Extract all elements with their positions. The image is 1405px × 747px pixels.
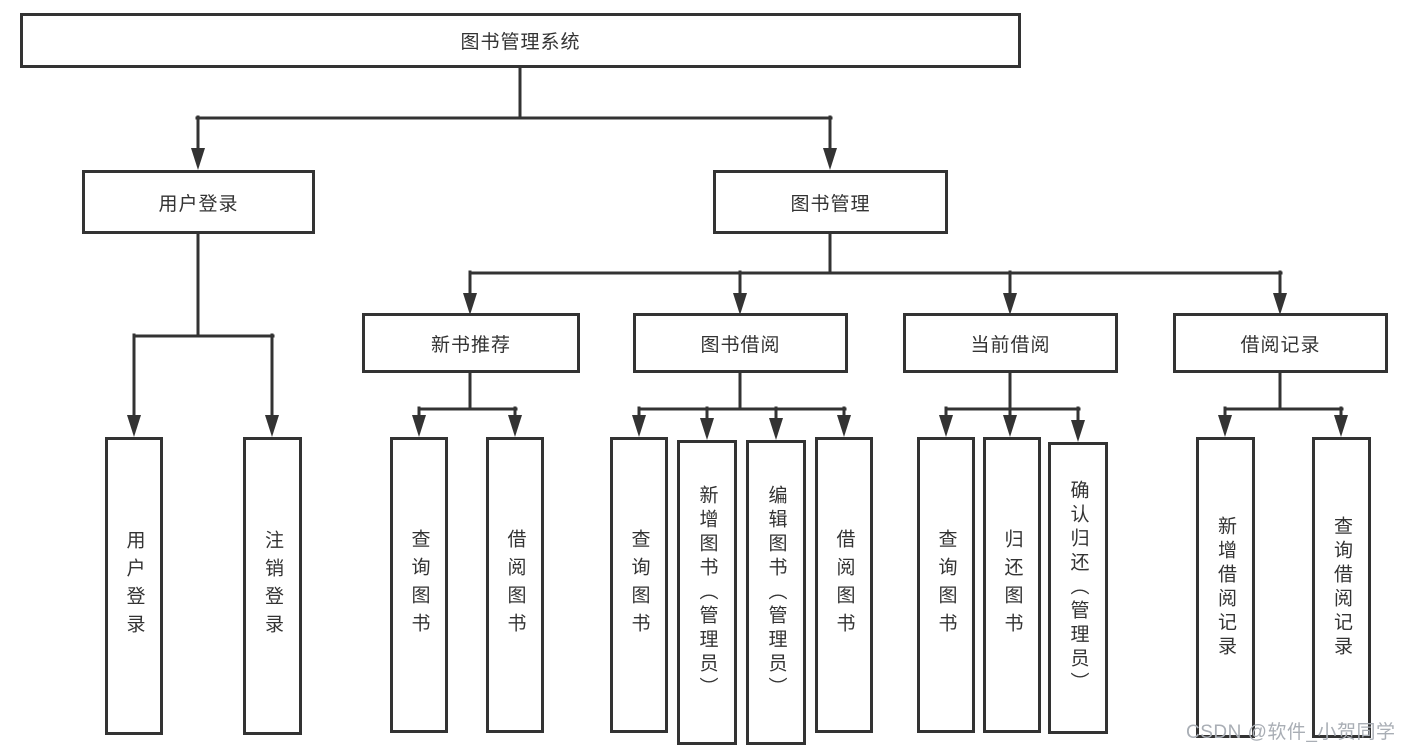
node-user-login-label: 用户登录 — [158, 193, 239, 215]
node-borrow-records-label: 借阅记录 — [1240, 334, 1321, 356]
leaf-query-borrow-record: 查询借阅记录 — [1312, 437, 1371, 738]
leaf-user-login: 用户登录 — [105, 437, 163, 735]
leaf-borrowing-query-books-label: 查询图书 — [628, 529, 650, 641]
leaf-edit-books-admin-label: 编辑图书（管理员） — [765, 484, 787, 701]
leaf-add-books-admin: 新增图书（管理员） — [677, 440, 737, 745]
connector-book-management-branch — [463, 232, 1287, 315]
leaf-current-query-books-label: 查询图书 — [935, 529, 957, 641]
leaf-return-books-label: 归还图书 — [1001, 529, 1023, 641]
leaf-borrowing-query-books: 查询图书 — [610, 437, 668, 733]
leaf-edit-books-admin: 编辑图书（管理员） — [746, 440, 806, 745]
node-new-book-recommend-label: 新书推荐 — [430, 334, 511, 356]
csdn-watermark: CSDN @软件_小贺同学 — [1186, 722, 1396, 743]
connector-root-to-level2 — [191, 66, 837, 170]
node-root-label: 图书管理系统 — [460, 32, 581, 53]
leaf-current-query-books: 查询图书 — [917, 437, 975, 733]
leaf-newbook-borrow-books: 借阅图书 — [486, 437, 544, 733]
node-new-book-recommend: 新书推荐 — [362, 313, 580, 373]
connector-current-borrowing-branch — [939, 371, 1085, 442]
leaf-user-login-label: 用户登录 — [123, 530, 145, 642]
node-user-login: 用户登录 — [82, 170, 315, 234]
connector-new-book-branch — [412, 371, 522, 437]
node-book-borrowing-label: 图书借阅 — [700, 334, 781, 356]
connector-user-login-branch — [127, 232, 279, 437]
leaf-add-borrow-record: 新增借阅记录 — [1196, 437, 1255, 738]
connector-book-borrowing-branch — [632, 371, 851, 440]
leaf-newbook-query-books: 查询图书 — [390, 437, 448, 733]
connector-borrow-records-branch — [1218, 371, 1348, 437]
node-book-borrowing: 图书借阅 — [633, 313, 848, 373]
leaf-confirm-return-admin-label: 确认归还（管理员） — [1067, 480, 1089, 696]
node-book-management: 图书管理 — [713, 170, 948, 234]
leaf-add-borrow-record-label: 新增借阅记录 — [1215, 515, 1236, 660]
leaf-return-books: 归还图书 — [983, 437, 1041, 733]
leaf-query-borrow-record-label: 查询借阅记录 — [1331, 515, 1352, 660]
leaf-logout: 注销登录 — [243, 437, 302, 735]
leaf-borrowing-borrow-books-label: 借阅图书 — [833, 529, 855, 641]
leaf-borrowing-borrow-books: 借阅图书 — [815, 437, 873, 733]
leaf-confirm-return-admin: 确认归还（管理员） — [1048, 442, 1108, 734]
leaf-newbook-query-books-label: 查询图书 — [408, 529, 430, 641]
leaf-add-books-admin-label: 新增图书（管理员） — [696, 484, 718, 701]
node-root: 图书管理系统 — [20, 13, 1021, 68]
node-current-borrowing-label: 当前借阅 — [970, 334, 1051, 356]
node-current-borrowing: 当前借阅 — [903, 313, 1118, 373]
node-borrow-records: 借阅记录 — [1173, 313, 1388, 373]
node-book-management-label: 图书管理 — [790, 193, 871, 215]
leaf-newbook-borrow-books-label: 借阅图书 — [504, 529, 526, 641]
leaf-logout-label: 注销登录 — [262, 530, 283, 642]
